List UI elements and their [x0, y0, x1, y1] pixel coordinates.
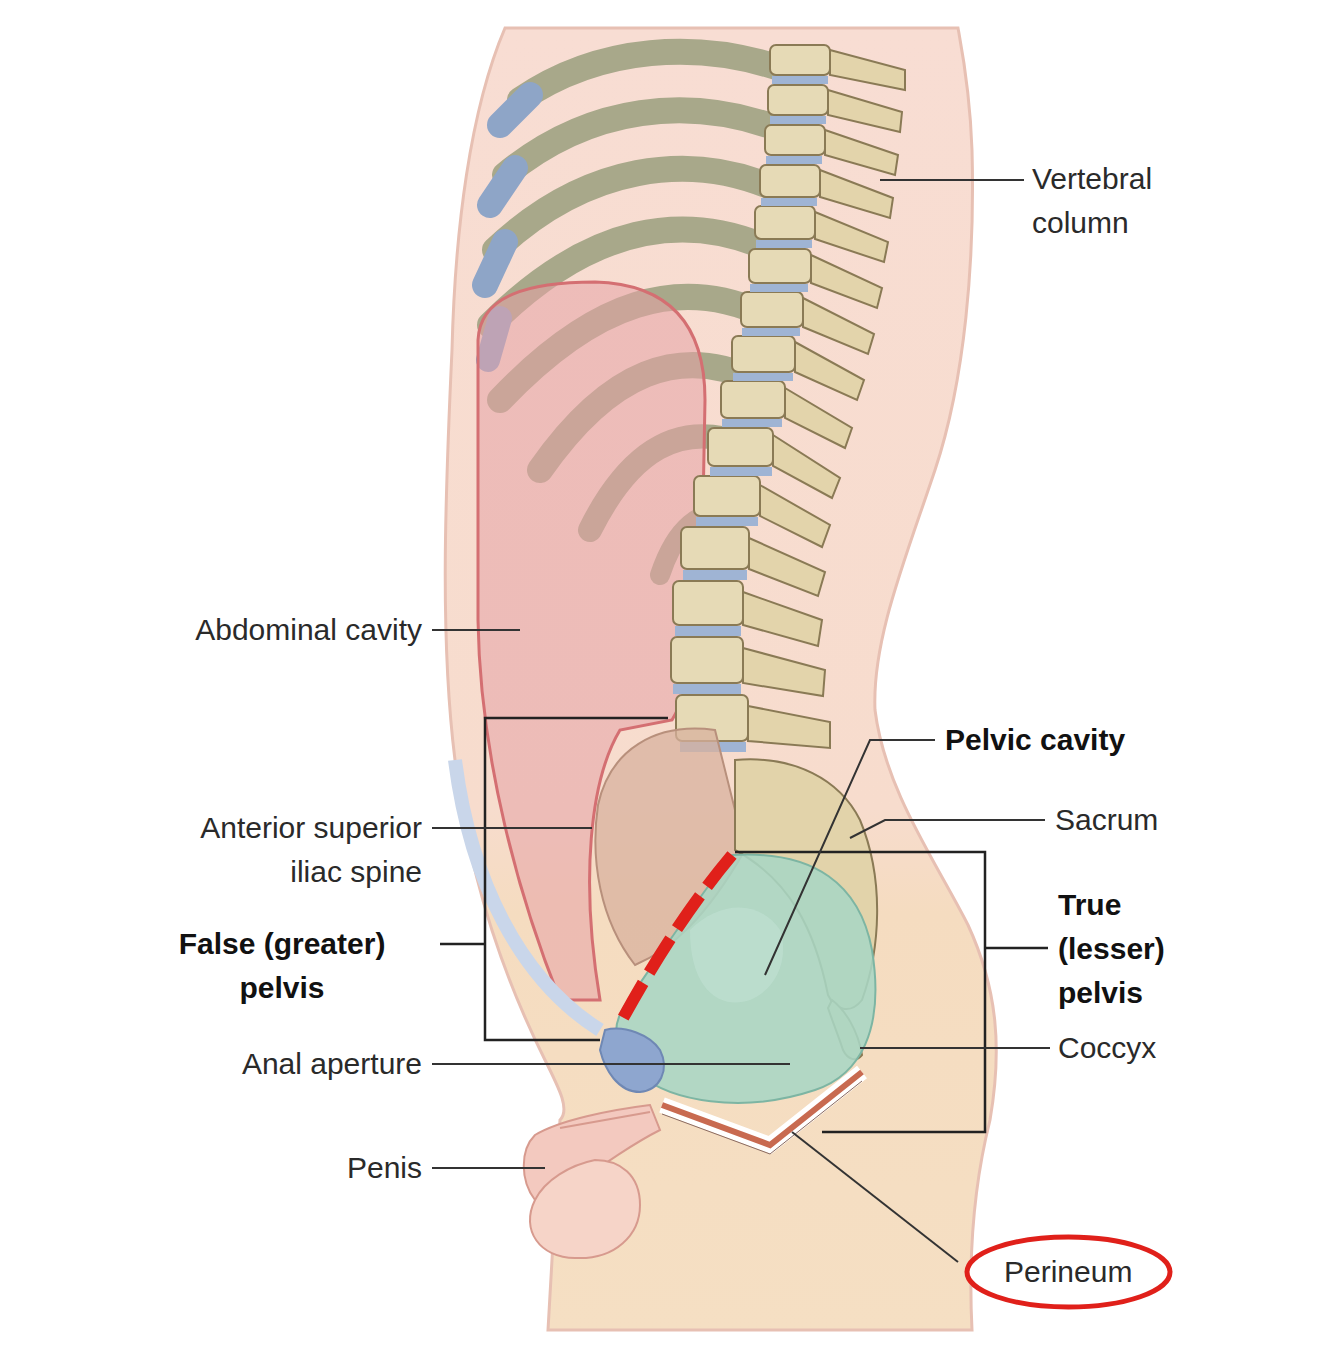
bone-label: Coccyx [1058, 1026, 1156, 1070]
highlight-ellipse: Perineum [964, 1234, 1173, 1310]
vertebral-label: Vertebral column [1032, 157, 1207, 245]
cavity-label: Pelvic cavity [945, 718, 1125, 762]
bone-label: Sacrum [1055, 798, 1158, 842]
opening-label: Anal aperture [242, 1042, 422, 1086]
region-label: False (greater) pelvis [142, 922, 422, 1010]
cavity-label: Abdominal cavity [195, 608, 422, 652]
region-label: Perineum [1004, 1254, 1132, 1290]
organ-label: Penis [347, 1146, 422, 1190]
bone-label: Anterior superior iliac spine [160, 806, 422, 894]
region-label: True (lesser) pelvis [1058, 883, 1208, 1015]
